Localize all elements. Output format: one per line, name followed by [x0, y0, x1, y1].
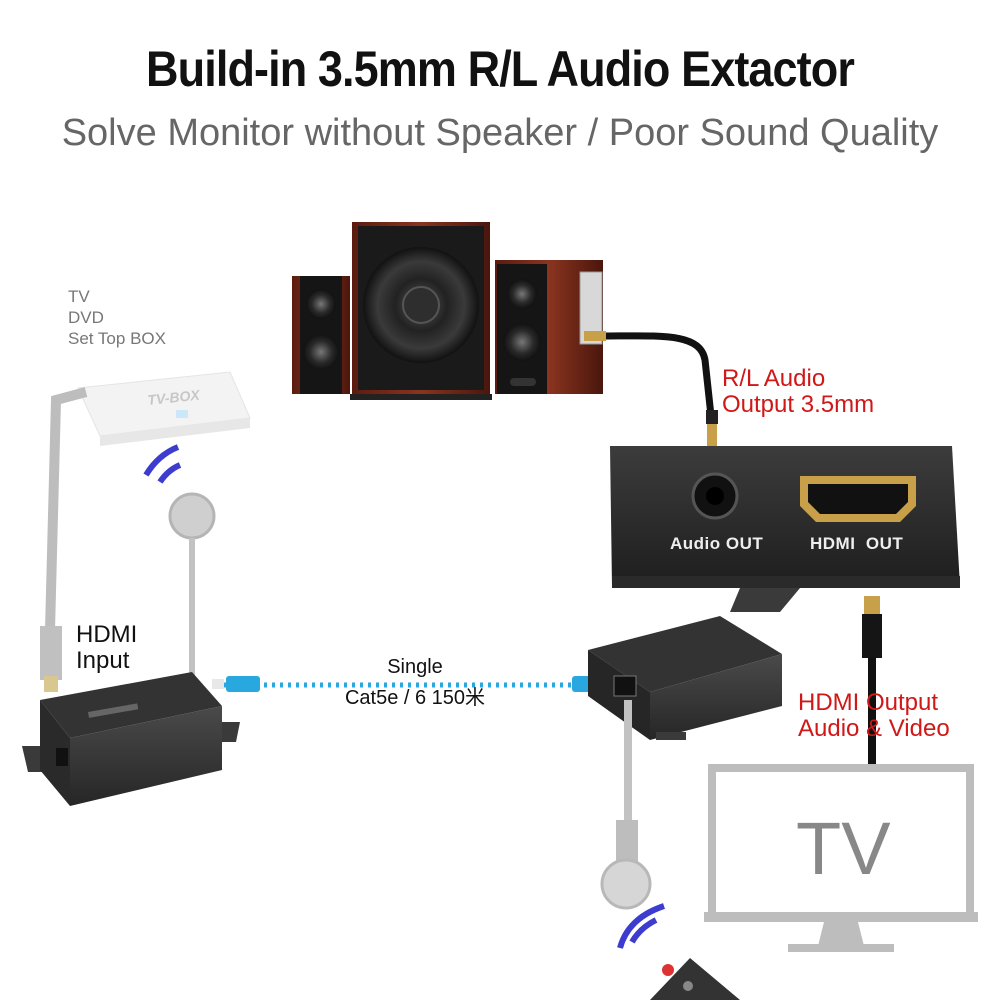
rl-audio-label-line: Output 3.5mm [722, 391, 875, 418]
ir-wave-2 [157, 462, 182, 484]
hdmi-output-label: HDMI Output Audio & Video [798, 690, 950, 742]
rl-audio-label-line: R/L Audio [722, 365, 826, 392]
audio-cable [599, 332, 716, 426]
page-title: Build-in 3.5mm R/L Audio Extactor [146, 41, 855, 97]
tv-label: TV [796, 807, 891, 890]
page-subtitle: Solve Monitor without Speaker / Poor Sou… [61, 112, 939, 154]
source-label: TV DVD Set Top BOX [68, 286, 166, 349]
receiver-rj45-port [613, 675, 637, 697]
receiver-box [588, 616, 782, 740]
svg-text:TV-BOX: TV-BOX [147, 386, 202, 408]
audio-out-port-label: Audio OUT [670, 534, 764, 553]
source-label-line: DVD [68, 308, 104, 327]
port-panel [610, 446, 960, 612]
hdmi-input-label: HDMI Input [76, 622, 137, 674]
left-woofer [303, 334, 339, 370]
ir-receiver-bottom [616, 820, 638, 868]
hdmi-input-plug [40, 626, 62, 680]
speaker-system [292, 222, 603, 400]
rl-audio-label: R/L Audio Output 3.5mm [722, 366, 874, 418]
cable-label-line: Cat5e / 6 150米 [344, 687, 486, 709]
hdmi-plug [864, 596, 880, 616]
right-tweeter [507, 279, 537, 309]
hdmi-out-port-label: HDMI OUT [810, 534, 904, 553]
source-label-line: Set Top BOX [68, 329, 166, 348]
source-label-line: TV [68, 287, 90, 306]
tv-outline [704, 764, 978, 952]
ir-receiver [168, 492, 216, 540]
tv-box-device: TV-BOX [77, 371, 251, 446]
transmitter-box [22, 672, 240, 806]
hdmi-input-label-line: Input [76, 647, 130, 674]
ir-wave-1 [143, 444, 180, 477]
hdmi-output-label-line: Audio & Video [798, 715, 950, 742]
cable-label-line: Single [387, 656, 443, 678]
hdmi-input-label-line: HDMI [76, 621, 138, 648]
cable-label: Single Cat5e / 6 150米 [300, 656, 530, 710]
right-woofer [503, 323, 541, 361]
remote-control [650, 958, 740, 1000]
audio-plug-top [584, 331, 606, 341]
rj45-plug-left [226, 676, 260, 692]
hdmi-output-label-line: HDMI Output [798, 689, 939, 716]
left-tweeter [306, 289, 336, 319]
